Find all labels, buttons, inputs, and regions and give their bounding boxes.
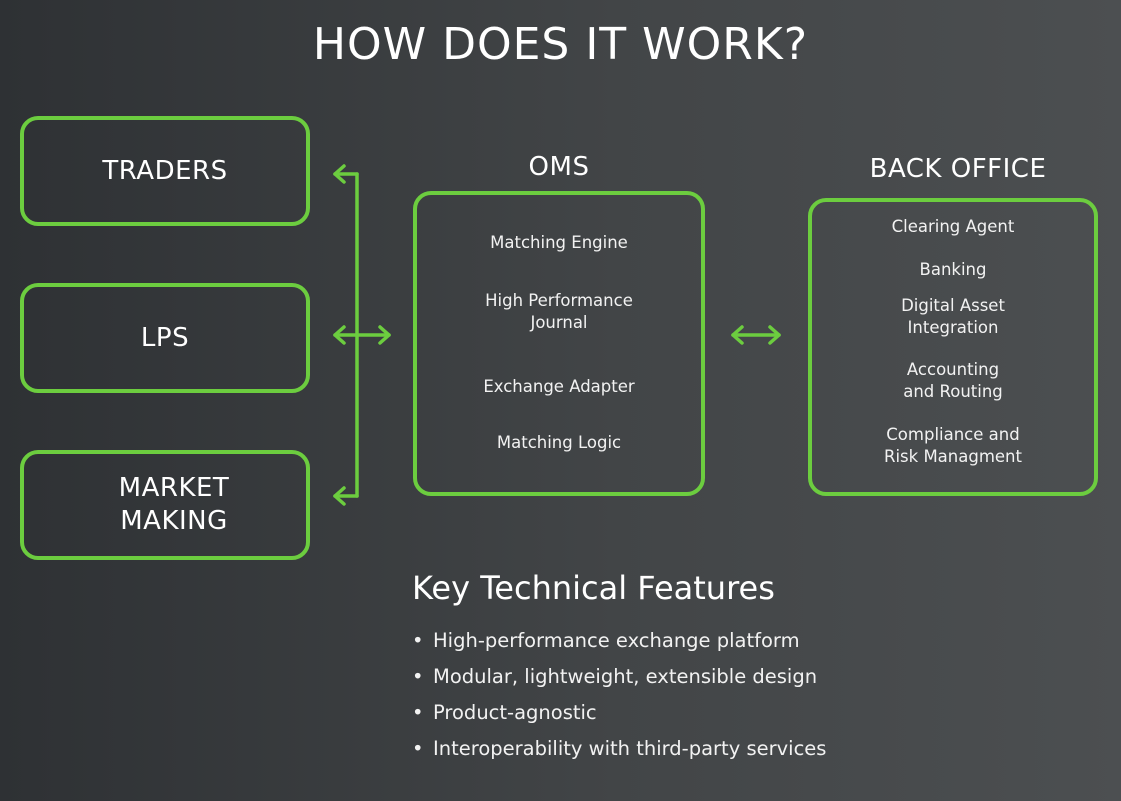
arrow-oms-side-head [731, 325, 744, 345]
back-office-box: Clearing Agent Banking Digital Asset Int… [808, 198, 1098, 496]
back-office-item-line: Clearing Agent [891, 217, 1015, 236]
back-office-item-line: Digital Asset [901, 296, 1005, 315]
traders-label-line: TRADERS [102, 155, 228, 186]
back-office-item: Clearing Agent [812, 216, 1094, 238]
back-office-title: BACK OFFICE [869, 154, 1047, 184]
back-office-item-line: Risk Managment [884, 447, 1022, 466]
arrow-oms-head [378, 325, 391, 345]
back-office-item-line: Accounting [906, 360, 1000, 379]
feature-item: Interoperability with third-party servic… [412, 731, 826, 767]
lps-box: LPS [20, 283, 310, 393]
oms-item-line: Exchange Adapter [483, 377, 635, 396]
market-making-box: MARKET MAKING [20, 450, 310, 560]
oms-item: Exchange Adapter [417, 376, 701, 398]
back-office-item: Banking [812, 259, 1094, 281]
oms-item: Matching Engine [417, 232, 701, 254]
back-office-item: Compliance and Risk Managment [812, 424, 1094, 468]
oms-item: Matching Logic [417, 432, 701, 454]
features-title: Key Technical Features [412, 569, 775, 607]
arrow-market-making-head [333, 486, 346, 506]
back-office-item: Digital Asset Integration [812, 295, 1094, 339]
oms-box: Matching Engine High Performance Journal… [413, 191, 705, 496]
oms-item-line: Matching Logic [496, 433, 622, 452]
lps-label-line: LPS [140, 322, 190, 353]
arrow-backoffice-side-head [768, 325, 781, 345]
features-list: High-performance exchange platform Modul… [412, 623, 826, 767]
oms-item-line: Matching Engine [490, 233, 628, 252]
market-making-label-line: MAKING [120, 506, 228, 536]
feature-item: Modular, lightweight, extensible design [412, 659, 826, 695]
market-making-label-line: MARKET [118, 473, 230, 503]
back-office-item-line: Compliance and [886, 425, 1020, 444]
traders-label: TRADERS [102, 155, 227, 188]
back-office-item-line: and Routing [903, 382, 1003, 401]
back-office-item: Accounting and Routing [812, 359, 1094, 403]
back-office-item-line: Integration [907, 318, 999, 337]
back-office-item-line: Banking [919, 260, 987, 279]
oms-item-line: Journal [530, 313, 588, 332]
lps-label: LPS [141, 322, 189, 355]
feature-item: High-performance exchange platform [412, 623, 826, 659]
page-title: HOW DOES IT WORK? [312, 19, 809, 70]
oms-item: High Performance Journal [417, 290, 701, 334]
oms-title: OMS [528, 152, 590, 182]
traders-box: TRADERS [20, 116, 310, 226]
oms-item-line: High Performance [485, 291, 633, 310]
feature-item: Product-agnostic [412, 695, 826, 731]
arrow-traders-head [333, 164, 346, 184]
arrow-lps-head [333, 325, 346, 345]
market-making-label: MARKET MAKING [101, 472, 230, 538]
